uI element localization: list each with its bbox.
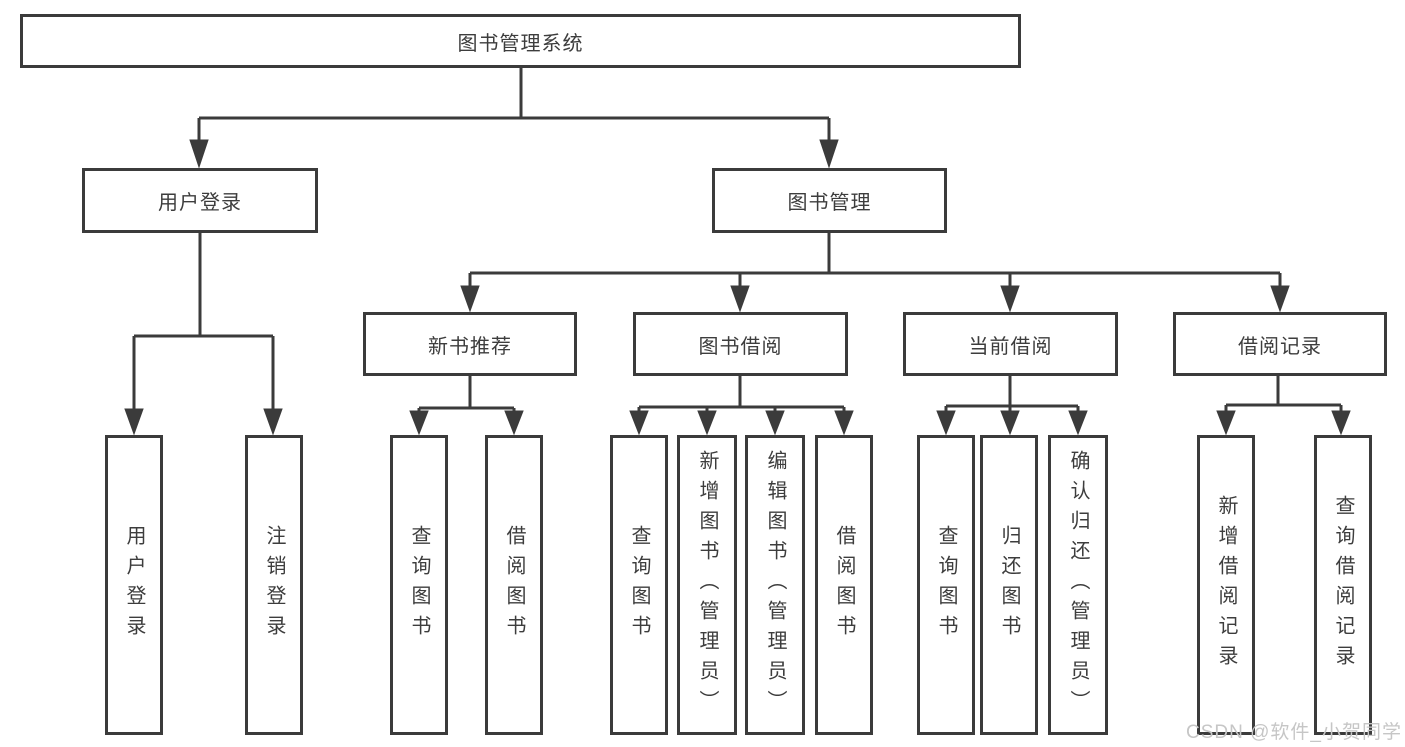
leaf-user-login: 用户登录 [105, 435, 163, 735]
leaf-logout: 注销登录 [245, 435, 303, 735]
leaf-newbooks-borrow-books-label: 借阅图书 [503, 525, 525, 645]
leaf-borrow-edit-books-admin-label: 编辑图书（管理员） [764, 450, 786, 720]
node-borrow-records: 借阅记录 [1173, 312, 1387, 376]
node-system-root: 图书管理系统 [20, 14, 1021, 68]
leaf-user-login-label: 用户登录 [123, 525, 145, 645]
node-book-management: 图书管理 [712, 168, 947, 233]
connector-new-books-children [409, 376, 524, 436]
leaf-logout-label: 注销登录 [263, 525, 285, 645]
leaf-borrow-borrow-books: 借阅图书 [815, 435, 873, 735]
node-new-book-recommend: 新书推荐 [363, 312, 577, 376]
connector-current-borrow-children [936, 376, 1088, 436]
connector-book-mgmt-to-level3 [460, 233, 1290, 313]
node-user-login-label: 用户登录 [158, 192, 242, 214]
leaf-current-return-books: 归还图书 [980, 435, 1038, 735]
node-new-book-recommend-label: 新书推荐 [428, 335, 512, 358]
leaf-current-confirm-return-admin-label: 确认归还（管理员） [1067, 450, 1089, 720]
leaf-newbooks-query-books: 查询图书 [390, 435, 448, 735]
connector-user-login-children [124, 233, 283, 436]
leaf-current-return-books-label: 归还图书 [998, 525, 1020, 645]
leaf-newbooks-borrow-books: 借阅图书 [485, 435, 543, 735]
leaf-records-add-record-label: 新增借阅记录 [1215, 495, 1237, 675]
leaf-borrow-edit-books-admin: 编辑图书（管理员） [745, 435, 805, 735]
leaf-current-query-books-label: 查询图书 [935, 525, 957, 645]
node-borrow-records-label: 借阅记录 [1238, 335, 1322, 358]
leaf-borrow-add-books-admin: 新增图书（管理员） [677, 435, 737, 735]
leaf-records-add-record: 新增借阅记录 [1197, 435, 1255, 735]
leaf-current-confirm-return-admin: 确认归还（管理员） [1048, 435, 1108, 735]
leaf-records-query-record-label: 查询借阅记录 [1332, 495, 1354, 675]
leaf-records-query-record: 查询借阅记录 [1314, 435, 1372, 735]
leaf-newbooks-query-books-label: 查询图书 [408, 525, 430, 645]
node-current-borrow-label: 当前借阅 [968, 335, 1053, 358]
connector-book-borrow-children [629, 376, 854, 436]
node-system-root-label: 图书管理系统 [457, 32, 584, 55]
leaf-borrow-query-books-label: 查询图书 [628, 525, 650, 645]
leaf-borrow-add-books-admin-label: 新增图书（管理员） [696, 450, 718, 720]
node-book-management-label: 图书管理 [787, 192, 872, 214]
leaf-borrow-query-books: 查询图书 [610, 435, 668, 735]
leaf-borrow-borrow-books-label: 借阅图书 [833, 525, 855, 645]
connector-borrow-records-children [1216, 376, 1351, 436]
leaf-current-query-books: 查询图书 [917, 435, 975, 735]
csdn-watermark: CSDN @软件_小贺同学 [1186, 722, 1402, 743]
node-book-borrow: 图书借阅 [633, 312, 848, 376]
node-user-login: 用户登录 [82, 168, 318, 233]
connector-root-to-level2 [189, 68, 839, 169]
node-book-borrow-label: 图书借阅 [698, 335, 783, 358]
node-current-borrow: 当前借阅 [903, 312, 1118, 376]
